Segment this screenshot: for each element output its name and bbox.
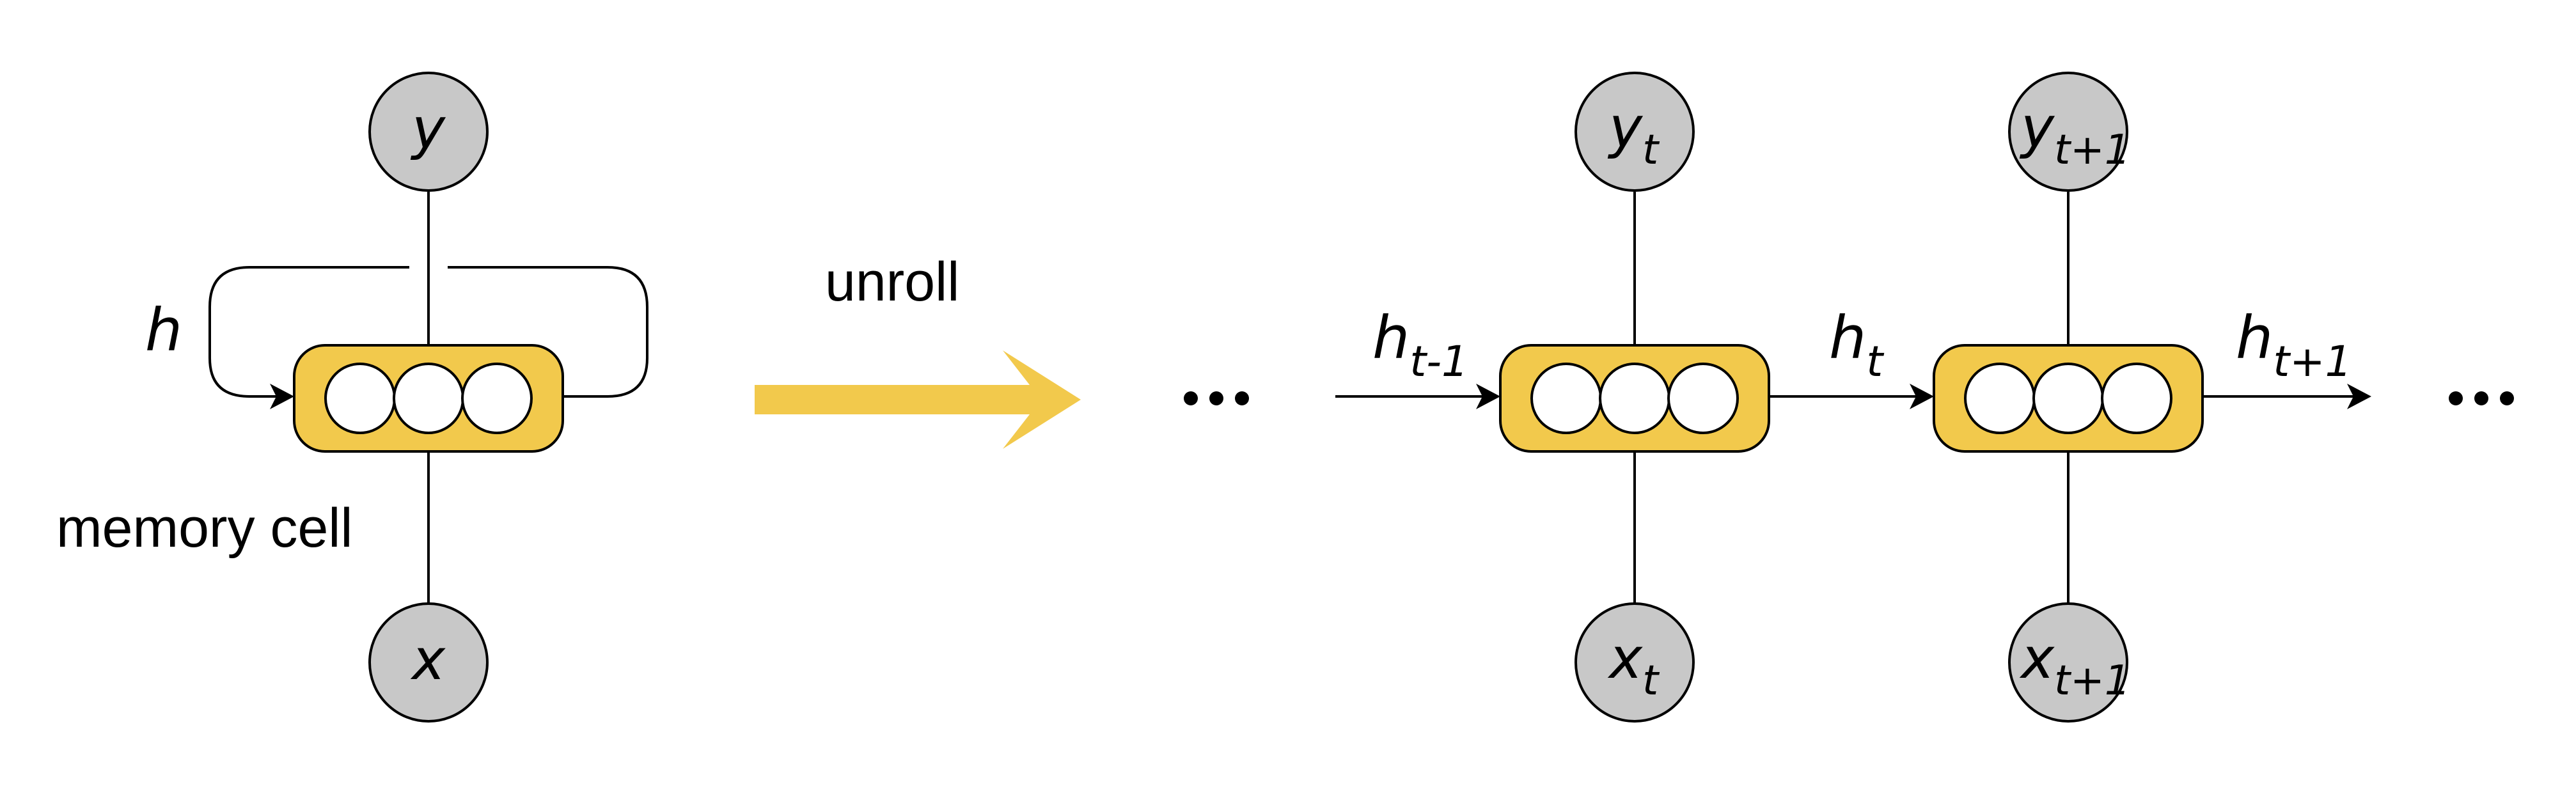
folded-input-node xyxy=(368,602,489,723)
unrolled-step-t-plus-1: yt+1 xt+1 xyxy=(1933,72,2204,723)
step-t1-cell-unit xyxy=(2032,363,2104,434)
leading-ellipsis xyxy=(1184,391,1249,405)
folded-recurrent-loop xyxy=(208,266,648,398)
step-t1-input-label: xt+1 xyxy=(2019,625,2131,705)
step-t-cell-unit xyxy=(1599,363,1670,434)
step-t-cell-unit xyxy=(1667,363,1739,434)
hidden-edge-in-arrowhead xyxy=(1476,384,1500,409)
unroll-arrow-group: unroll xyxy=(755,251,1081,449)
unroll-arrow xyxy=(755,350,1081,449)
folded-cell-unit xyxy=(461,363,533,434)
folded-input-label: x xyxy=(410,627,446,692)
folded-hidden-label: h xyxy=(145,296,182,364)
step-t-input-node xyxy=(1575,602,1695,723)
step-t-output-label: yt xyxy=(1607,95,1660,174)
folded-output-node xyxy=(368,72,489,192)
memory-cell-caption: memory cell xyxy=(56,497,353,559)
step-t-input-label: xt xyxy=(1607,625,1660,705)
hidden-edge-out-arrowhead xyxy=(2347,384,2371,409)
hidden-label-prev: ht-1 xyxy=(1372,304,1468,386)
step-t1-cell-unit xyxy=(1964,363,2036,434)
unrolled-step-t: yt xt xyxy=(1499,72,1770,723)
unrolled-rnn: ht-1 ht ht+1 yt xt xyxy=(1184,72,2514,723)
step-t1-output-node xyxy=(2008,72,2128,192)
folded-cell-unit xyxy=(324,363,396,434)
step-t1-output-label: yt+1 xyxy=(2019,95,2131,174)
folded-cell-unit xyxy=(393,363,464,434)
hidden-label-current: ht xyxy=(1829,304,1884,386)
trailing-ellipsis xyxy=(2449,391,2514,405)
step-t1-cell-unit xyxy=(2101,363,2172,434)
folded-output-label: y xyxy=(410,96,446,162)
step-t-output-node xyxy=(1575,72,1695,192)
folded-loop-arrowhead xyxy=(270,384,294,409)
hidden-label-next: ht+1 xyxy=(2236,304,2352,386)
folded-rnn: y x h memory cell xyxy=(56,72,648,723)
step-t1-input-node xyxy=(2008,602,2128,723)
unroll-label: unroll xyxy=(825,251,959,313)
step-t-cell-unit xyxy=(1530,363,1602,434)
hidden-edge-mid-arrowhead xyxy=(1910,384,1934,409)
